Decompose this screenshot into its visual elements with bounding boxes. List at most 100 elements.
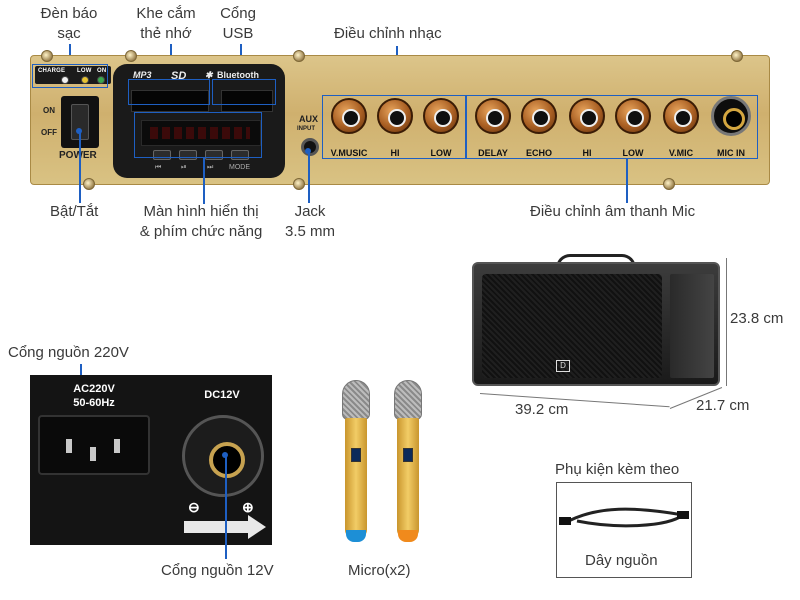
charge-led-caption: Đèn báo sạc xyxy=(28,4,110,44)
speaker-grill xyxy=(482,274,662,378)
socket-pin xyxy=(114,439,120,453)
aux-input-label: INPUT xyxy=(297,126,315,132)
mic-screen xyxy=(351,448,361,462)
socket-pin xyxy=(90,447,96,461)
caption-line: & phím chức năng xyxy=(139,223,263,240)
mode-button[interactable] xyxy=(231,150,249,160)
mic-caption: Micro(x2) xyxy=(348,562,411,579)
switch-off-label: OFF xyxy=(41,128,57,137)
height-dimension-line xyxy=(726,258,727,386)
power-label: POWER xyxy=(59,150,97,161)
leader-line xyxy=(79,131,81,203)
knob-label: ECHO xyxy=(525,148,552,158)
screw-icon xyxy=(663,178,675,190)
led-display xyxy=(141,120,261,146)
usb-highlight xyxy=(212,79,276,105)
next-button[interactable] xyxy=(205,150,223,160)
charge-highlight xyxy=(32,64,108,88)
v-mic-knob[interactable] xyxy=(663,98,699,134)
speaker-side xyxy=(670,274,714,378)
control-panel: CHARGE LOW ON ON OFF POWER MP3 SD ✱ Blue… xyxy=(30,50,770,190)
display-caption: Màn hình hiển thị & phím chức năng xyxy=(126,202,276,242)
screw-icon xyxy=(731,50,743,62)
screw-icon xyxy=(293,178,305,190)
screw-icon xyxy=(293,50,305,62)
charge-label: CHARGE xyxy=(38,68,66,74)
mic-grille xyxy=(394,380,422,420)
mic-knobs-highlight xyxy=(466,95,758,159)
aux-jack[interactable] xyxy=(301,138,319,156)
media-module: MP3 SD ✱ Bluetooth ⏮ ⏯ ⏭ MODE xyxy=(113,64,285,178)
speaker-handle xyxy=(556,254,636,268)
mic-adjust-caption: Điều chỉnh âm thanh Mic xyxy=(530,203,696,220)
ac-freq-label: 50-60Hz xyxy=(73,397,115,409)
on-label: ON xyxy=(97,68,107,74)
card-slot-caption: Khe cắm thẻ nhớ xyxy=(125,4,207,44)
music-hi-knob[interactable] xyxy=(377,98,413,134)
mic-tip xyxy=(398,530,418,542)
knob-label: HI xyxy=(582,148,592,158)
display-highlight xyxy=(134,112,262,158)
card-slot-highlight xyxy=(128,79,210,105)
mic-low-knob[interactable] xyxy=(615,98,651,134)
dc-label: DC12V xyxy=(204,389,240,401)
knob-label: DELAY xyxy=(478,148,508,158)
mic-in-jack[interactable] xyxy=(711,96,751,136)
low-label: LOW xyxy=(77,68,92,74)
low-led xyxy=(81,76,89,84)
accessory-item: Dây nguồn xyxy=(585,552,658,569)
ac-power-socket[interactable] xyxy=(38,415,150,475)
knob-label: V.MIC xyxy=(668,148,694,158)
leader-line xyxy=(626,159,628,203)
speaker-image: D xyxy=(472,262,720,386)
echo-knob[interactable] xyxy=(521,98,557,134)
brand-logo-icon: D xyxy=(556,360,570,372)
width-dimension-line xyxy=(479,393,670,408)
play-pause-button[interactable] xyxy=(179,150,197,160)
ac-port-caption: Cổng nguồn 220V xyxy=(8,344,129,361)
sd-card-slot[interactable] xyxy=(131,90,209,112)
music-adjust-caption: Điều chỉnh nhạc xyxy=(334,25,442,42)
caption-line: Cổng xyxy=(220,5,256,22)
power-cord-icon xyxy=(559,507,689,528)
knob-label: LOW xyxy=(622,148,644,158)
charge-led xyxy=(61,76,69,84)
accessory-box: Dây nguồn xyxy=(556,482,692,578)
mic-body xyxy=(397,418,419,538)
caption-line: sạc xyxy=(57,25,81,42)
music-knobs-highlight xyxy=(322,95,466,159)
mic-grille xyxy=(342,380,370,420)
ac-label: AC220V xyxy=(73,383,115,395)
caption-line: Khe cắm xyxy=(136,5,196,22)
usb-port[interactable] xyxy=(221,90,273,112)
v-music-knob[interactable] xyxy=(331,98,367,134)
play-pause-icon: ⏯ xyxy=(181,164,187,171)
music-low-knob[interactable] xyxy=(423,98,459,134)
knob-label: HI xyxy=(390,148,400,158)
polarity-arrow-icon xyxy=(184,521,250,533)
power-switch-caption: Bật/Tắt xyxy=(50,203,99,220)
knob-label: V.MUSIC xyxy=(330,148,368,158)
caption-line: Jack xyxy=(294,203,326,220)
mic-hi-knob[interactable] xyxy=(569,98,605,134)
caption-line: 3.5 mm xyxy=(284,223,335,240)
next-icon: ⏭ xyxy=(207,164,214,171)
prev-button[interactable] xyxy=(153,150,171,160)
screw-icon xyxy=(41,50,53,62)
bluetooth-icon: ✱ xyxy=(205,70,213,80)
on-led xyxy=(97,76,105,84)
mic-tip xyxy=(346,530,366,542)
caption-line: thẻ nhớ xyxy=(140,25,192,42)
plus-icon: ⊕ xyxy=(242,499,254,515)
switch-on-label: ON xyxy=(43,106,55,115)
caption-line: USB xyxy=(222,25,254,42)
dc-port-caption: Cổng nguồn 12V xyxy=(161,562,274,579)
delay-knob[interactable] xyxy=(475,98,511,134)
leader-line xyxy=(225,455,227,559)
screw-icon xyxy=(83,178,95,190)
jack-caption: Jack 3.5 mm xyxy=(276,202,344,242)
minus-icon: ⊖ xyxy=(188,499,200,515)
mic-screen xyxy=(403,448,413,462)
speaker-depth: 21.7 cm xyxy=(696,397,750,414)
speaker-width: 39.2 cm xyxy=(515,401,569,418)
